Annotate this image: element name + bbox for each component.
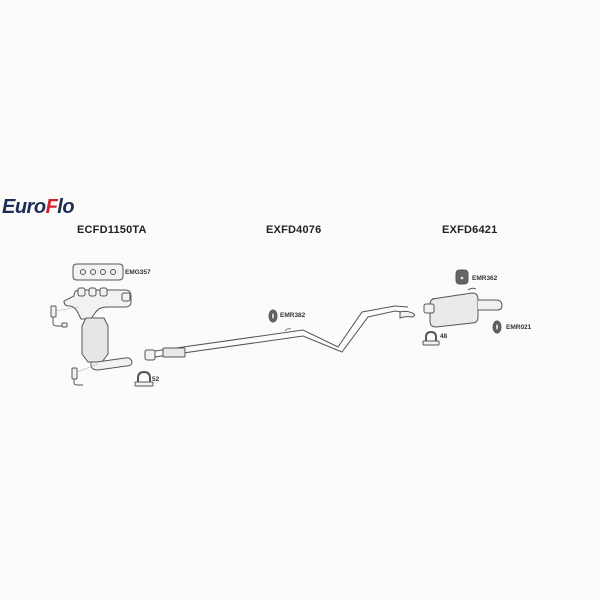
middle-pipe-icon[interactable]	[144, 305, 409, 361]
rubber-mount-top-icon[interactable]	[455, 269, 469, 285]
section-title-middle-pipe[interactable]: EXFD4076	[266, 224, 322, 236]
logo-f: F	[45, 196, 58, 218]
section-title-catalyst[interactable]: ECFD1150TA	[77, 224, 147, 236]
catalytic-converter-icon[interactable]	[81, 317, 133, 371]
label-clamp-rear: 48	[440, 333, 448, 340]
clamp-rear-icon[interactable]	[422, 330, 440, 346]
gasket-icon[interactable]	[72, 263, 124, 281]
lambda-sensor-icon[interactable]	[50, 305, 79, 328]
section-title-rear-silencer[interactable]: EXFD6421	[442, 224, 498, 236]
label-rubber-rear-top: EMR362	[472, 275, 498, 282]
euroflo-logo: EuroFlo	[2, 196, 75, 219]
logo-lo: lo	[57, 196, 75, 218]
label-gasket: EMG357	[125, 269, 151, 276]
label-rubber-mid: EMR382	[280, 312, 306, 319]
manifold-icon[interactable]	[63, 287, 132, 320]
lambda-sensor-rear-icon[interactable]	[71, 363, 99, 386]
rubber-mount-icon[interactable]	[268, 309, 278, 323]
clamp-icon[interactable]	[134, 370, 154, 387]
rubber-mount-bottom-icon[interactable]	[492, 320, 502, 334]
rear-silencer-icon[interactable]	[399, 287, 503, 328]
logo-euro: Euro	[2, 196, 46, 218]
label-rubber-rear-bottom: EMR021	[506, 324, 532, 331]
label-clamp-front: 52	[152, 376, 160, 383]
